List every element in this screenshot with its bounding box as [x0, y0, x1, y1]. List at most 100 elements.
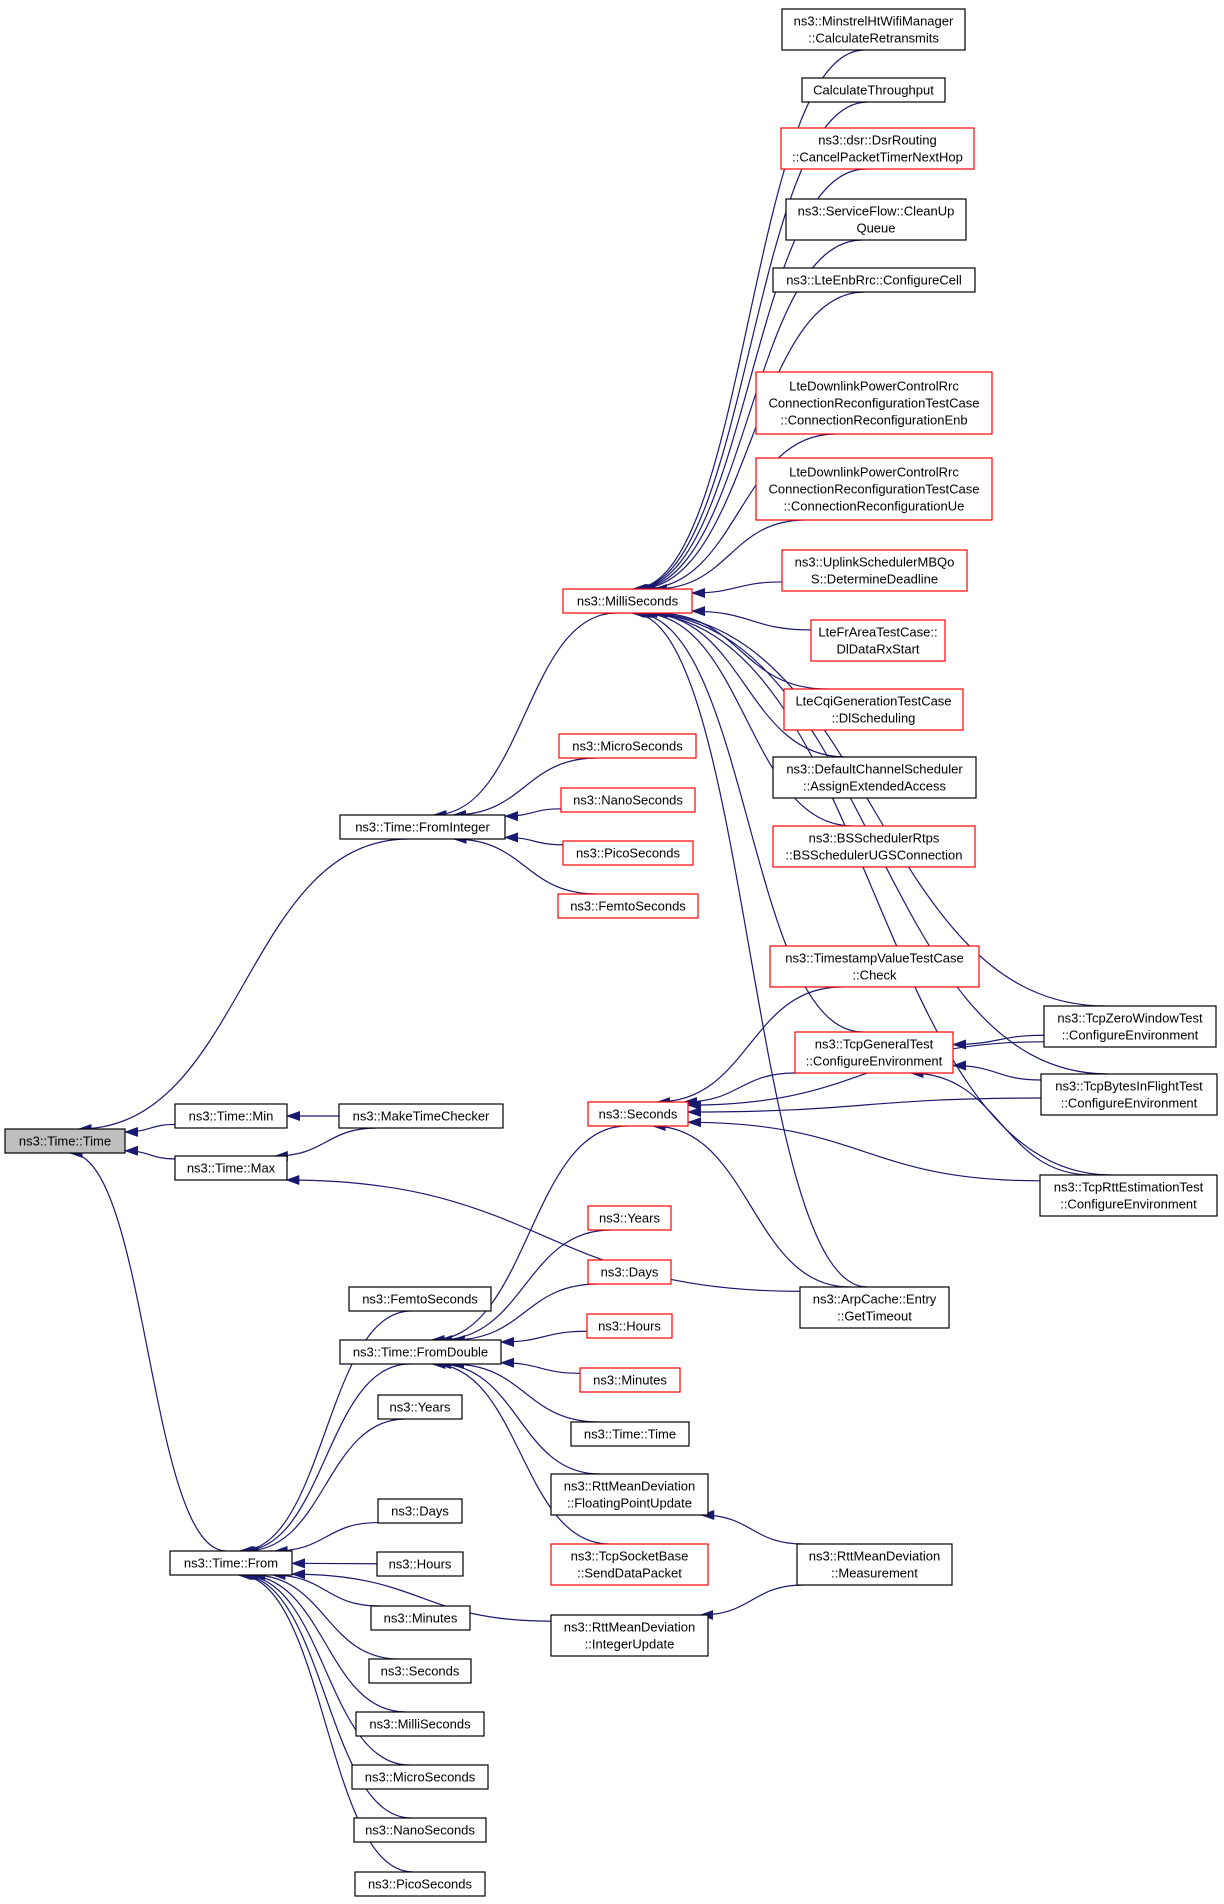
node-from[interactable]: ns3::Time::From [169, 1550, 293, 1576]
node-box-max[interactable] [174, 1155, 288, 1181]
node-box-fromdbl[interactable] [339, 1339, 502, 1365]
node-box-fromint[interactable] [339, 814, 506, 840]
node-box-b_pico[interactable] [354, 1871, 486, 1897]
node-box-dsr[interactable] [780, 127, 975, 170]
node-box-rttmeas[interactable] [796, 1543, 953, 1586]
node-box-makechk[interactable] [338, 1103, 504, 1129]
node-fromint[interactable]: ns3::Time::FromInteger [339, 814, 506, 840]
node-dsr[interactable]: ns3::dsr::DsrRouting::CancelPacketTimerN… [780, 127, 975, 170]
node-fromdbl[interactable]: ns3::Time::FromDouble [339, 1339, 502, 1365]
node-box-arpcache[interactable] [799, 1286, 950, 1329]
node-box-b_years[interactable] [377, 1394, 463, 1420]
node-b_femto[interactable]: ns3::FemtoSeconds [348, 1286, 492, 1312]
node-box-minutes_r[interactable] [579, 1367, 681, 1393]
node-b_minutes[interactable]: ns3::Minutes [370, 1605, 471, 1631]
node-tcpsock[interactable]: ns3::TcpSocketBase::SendDataPacket [550, 1543, 709, 1586]
node-tcprtt[interactable]: ns3::TcpRttEstimationTest::ConfigureEnvi… [1039, 1174, 1218, 1217]
node-defchan[interactable]: ns3::DefaultChannelScheduler::AssignExte… [772, 756, 977, 799]
node-box-uplink[interactable] [781, 549, 968, 592]
node-calcthr[interactable]: CalculateThroughput [801, 77, 946, 103]
node-b_seconds[interactable]: ns3::Seconds [368, 1658, 472, 1684]
node-min[interactable]: ns3::Time::Min [174, 1103, 288, 1129]
node-nanosec[interactable]: ns3::NanoSeconds [560, 787, 696, 813]
node-box-b_seconds[interactable] [368, 1658, 472, 1684]
node-box-nanosec[interactable] [560, 787, 696, 813]
node-box-b_hours[interactable] [376, 1551, 464, 1577]
node-box-tcpsock[interactable] [550, 1543, 709, 1586]
node-box-timetime2[interactable] [570, 1421, 690, 1447]
node-box-picosec[interactable] [562, 840, 694, 866]
node-b_micro[interactable]: ns3::MicroSeconds [351, 1764, 489, 1790]
node-b_nano[interactable]: ns3::NanoSeconds [353, 1817, 487, 1843]
node-b_hours[interactable]: ns3::Hours [376, 1551, 464, 1577]
node-lteenb[interactable]: ns3::LteEnbRrc::ConfigureCell [772, 267, 976, 293]
node-picosec[interactable]: ns3::PicoSeconds [562, 840, 694, 866]
node-tcpgen[interactable]: ns3::TcpGeneralTest::ConfigureEnvironmen… [794, 1031, 954, 1074]
node-tsval[interactable]: ns3::TimestampValueTestCase::Check [769, 945, 980, 988]
node-ltefr[interactable]: LteFrAreaTestCase::DlDataRxStart [810, 619, 946, 662]
node-box-tsval[interactable] [769, 945, 980, 988]
node-box-seconds[interactable] [587, 1101, 689, 1127]
node-b_pico[interactable]: ns3::PicoSeconds [354, 1871, 486, 1897]
node-bssched[interactable]: ns3::BSSchedulerRtps::BSSchedulerUGSConn… [772, 825, 976, 868]
node-max[interactable]: ns3::Time::Max [174, 1155, 288, 1181]
node-rttfp[interactable]: ns3::RttMeanDeviation::FloatingPointUpda… [550, 1473, 709, 1516]
node-box-tcpzero[interactable] [1043, 1005, 1217, 1048]
node-box-from[interactable] [169, 1550, 293, 1576]
node-box-lteenb[interactable] [772, 267, 976, 293]
node-box-millisec[interactable] [562, 588, 693, 614]
node-b_days[interactable]: ns3::Days [377, 1498, 463, 1524]
node-box-femtosec[interactable] [557, 893, 699, 919]
node-rttmeas[interactable]: ns3::RttMeanDeviation::Measurement [796, 1543, 953, 1586]
node-tcpbytes[interactable]: ns3::TcpBytesInFlightTest::ConfigureEnvi… [1040, 1073, 1218, 1116]
node-box-days_r[interactable] [587, 1259, 672, 1285]
node-box-calcthr[interactable] [801, 77, 946, 103]
node-box-tcpbytes[interactable] [1040, 1073, 1218, 1116]
node-box-b_micro[interactable] [351, 1764, 489, 1790]
node-box-microsec[interactable] [558, 733, 697, 759]
node-box-ltefr[interactable] [810, 619, 946, 662]
node-millisec[interactable]: ns3::MilliSeconds [562, 588, 693, 614]
node-box-tcpgen[interactable] [794, 1031, 954, 1074]
node-box-minstrel[interactable] [781, 8, 966, 51]
node-box-defchan[interactable] [772, 756, 977, 799]
node-microsec[interactable]: ns3::MicroSeconds [558, 733, 697, 759]
node-box-ltedlue[interactable] [755, 457, 993, 521]
node-timetime2[interactable]: ns3::Time::Time [570, 1421, 690, 1447]
node-b_milli[interactable]: ns3::MilliSeconds [355, 1711, 485, 1737]
node-b_years[interactable]: ns3::Years [377, 1394, 463, 1420]
node-box-b_femto[interactable] [348, 1286, 492, 1312]
node-box-ltecqi[interactable] [783, 688, 964, 731]
node-root[interactable]: ns3::Time::Time [4, 1128, 126, 1154]
node-hours_r[interactable]: ns3::Hours [586, 1313, 673, 1339]
node-seconds[interactable]: ns3::Seconds [587, 1101, 689, 1127]
node-box-b_minutes[interactable] [370, 1605, 471, 1631]
node-years_r[interactable]: ns3::Years [587, 1205, 672, 1231]
node-days_r[interactable]: ns3::Days [587, 1259, 672, 1285]
node-rttint[interactable]: ns3::RttMeanDeviation::IntegerUpdate [550, 1614, 709, 1657]
node-box-root[interactable] [4, 1128, 126, 1154]
node-arpcache[interactable]: ns3::ArpCache::Entry::GetTimeout [799, 1286, 950, 1329]
node-box-years_r[interactable] [587, 1205, 672, 1231]
node-box-bssched[interactable] [772, 825, 976, 868]
node-femtosec[interactable]: ns3::FemtoSeconds [557, 893, 699, 919]
node-box-b_nano[interactable] [353, 1817, 487, 1843]
node-box-b_days[interactable] [377, 1498, 463, 1524]
node-box-tcprtt[interactable] [1039, 1174, 1218, 1217]
node-box-rttint[interactable] [550, 1614, 709, 1657]
node-box-min[interactable] [174, 1103, 288, 1129]
node-box-sflow[interactable] [785, 198, 967, 241]
node-minutes_r[interactable]: ns3::Minutes [579, 1367, 681, 1393]
node-minstrel[interactable]: ns3::MinstrelHtWifiManager::CalculateRet… [781, 8, 966, 51]
node-box-b_milli[interactable] [355, 1711, 485, 1737]
node-tcpzero[interactable]: ns3::TcpZeroWindowTest::ConfigureEnviron… [1043, 1005, 1217, 1048]
node-ltecqi[interactable]: LteCqiGenerationTestCase::DlScheduling [783, 688, 964, 731]
node-makechk[interactable]: ns3::MakeTimeChecker [338, 1103, 504, 1129]
node-box-hours_r[interactable] [586, 1313, 673, 1339]
node-box-rttfp[interactable] [550, 1473, 709, 1516]
node-box-ltedlenb[interactable] [755, 371, 993, 435]
